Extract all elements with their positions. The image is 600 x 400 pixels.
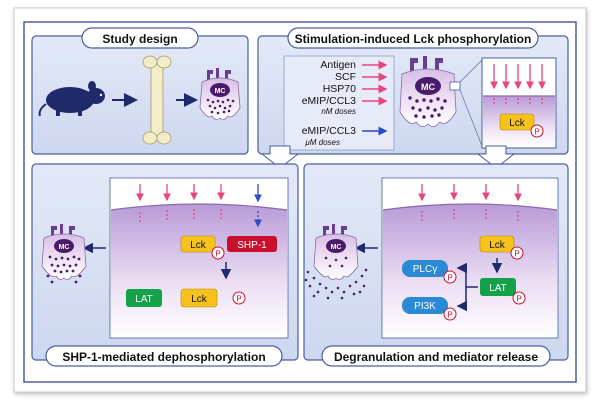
mc-label: MC — [331, 244, 342, 251]
mc-label: MC — [59, 244, 70, 251]
degranulating-mast-cell-icon: MC — [304, 224, 368, 300]
membrane-line — [110, 203, 288, 211]
stimulus-hsp70: HSP70 — [323, 83, 356, 95]
phospho-label: P — [516, 295, 521, 304]
mast-cell-icon: MC — [399, 56, 457, 127]
mc-label: MC — [215, 88, 226, 95]
nm-doses-note: nM doses — [321, 107, 356, 116]
phospho-label: P — [236, 295, 241, 304]
title-box — [287, 27, 539, 49]
stimulus-scf: SCF — [335, 71, 356, 83]
um-doses-note: μM doses — [304, 138, 340, 147]
lat-node: LAT — [126, 289, 162, 307]
lck-phospho-node: Lck P — [180, 235, 225, 260]
mast-cell-icon: MC — [41, 224, 87, 284]
arrow-lat-to-plcg — [456, 262, 478, 288]
arrow-lat-to-pi3k — [456, 287, 467, 312]
bone-icon — [142, 55, 172, 145]
phospho-label: P — [514, 250, 519, 259]
mast-cell-icon: MC — [199, 68, 241, 120]
stimulus-antigen: Antigen — [320, 59, 356, 71]
pi3k-node: PI3K P — [402, 297, 457, 321]
stimulus-ccl3-um: eMIP/CCL3 — [302, 125, 356, 137]
down-arrow-to-degranulation — [476, 145, 516, 169]
lat-label: LAT — [135, 294, 153, 305]
mc-label: MC — [421, 82, 435, 92]
stimuli-box — [283, 55, 395, 151]
lck-phospho-node: Lck P — [479, 235, 524, 260]
phospho-label: P — [447, 274, 452, 283]
phospho-label: P — [215, 250, 220, 259]
panel-title: SHP-1-mediated dephosphorylation — [62, 350, 265, 364]
zoom-marker — [449, 81, 461, 91]
lck-label: Lck — [509, 118, 526, 129]
lat-phospho-node: LAT P — [480, 278, 526, 305]
stimulus-arrows — [490, 64, 546, 106]
phospho-label: P — [447, 311, 452, 320]
title-box — [45, 345, 283, 367]
shp1-label: SHP-1 — [237, 240, 267, 251]
lck-label: Lck — [489, 240, 506, 251]
panel-stimulation: Stimulation-induced Lck phosphorylation … — [257, 27, 569, 155]
phospho-label: P — [534, 128, 539, 137]
pi3k-label: PI3K — [414, 301, 436, 312]
stimulus-arrows — [136, 184, 225, 224]
lck-label: Lck — [190, 240, 207, 251]
plcg-label: PLCγ — [413, 264, 437, 275]
panel-title: Stimulation-induced Lck phosphorylation — [295, 32, 532, 46]
panel-title: Degranulation and mediator release — [334, 350, 538, 364]
down-arrow-to-shp1 — [260, 145, 300, 169]
stimulus-ccl3-nm: eMIP/CCL3 — [302, 95, 356, 107]
mouse-icon — [38, 81, 105, 117]
free-phosphate: P — [232, 291, 246, 305]
title-box — [321, 345, 551, 367]
membrane-region — [111, 204, 287, 337]
membrane-line — [382, 203, 558, 211]
zoom-line — [459, 59, 483, 83]
panel-shp1: Lck P SHP-1 LAT Lck P — [31, 163, 299, 367]
zoom-line — [459, 89, 483, 147]
lck-phospho-node: Lck P — [499, 113, 544, 138]
panel-degranulation: Lck P LAT P PLCγ P PI3K P — [303, 163, 569, 367]
panel-title: Study design — [102, 32, 177, 46]
plcg-node: PLCγ P — [402, 260, 457, 284]
lck-label: Lck — [191, 294, 208, 305]
lck-dephospho-node: Lck — [180, 288, 218, 308]
panel-study-design: Study design — [31, 27, 249, 155]
title-box — [81, 27, 199, 49]
shp1-node: SHP-1 — [227, 236, 277, 252]
lat-label: LAT — [489, 283, 507, 294]
stimulus-arrows — [418, 184, 522, 223]
